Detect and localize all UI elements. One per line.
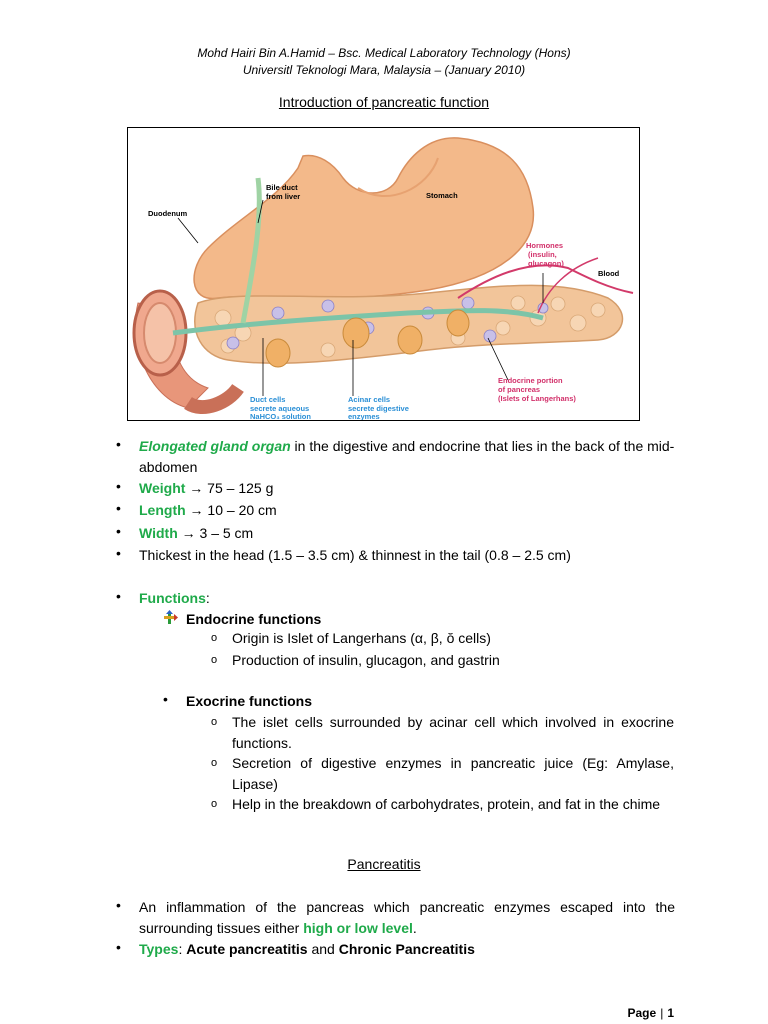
blood-vessel-1 <box>457 264 634 299</box>
label-endocrine-3: (Islets of Langerhans) <box>498 394 576 403</box>
page-footer: Page|1 <box>628 1006 675 1020</box>
fact-elongated: Elongated gland organ in the digestive a… <box>139 436 679 477</box>
label-hormones-3: glucagon) <box>528 259 564 268</box>
endocrine-item-2: Production of insulin, glucagon, and gas… <box>232 652 500 668</box>
pancreatitis-def-em: high or low level <box>303 919 413 936</box>
fact-length-value: → 10 – 20 cm <box>185 502 277 518</box>
label-duct-3: NaHCO₃ solution <box>250 412 311 420</box>
label-duct-1: Duct cells <box>250 395 285 404</box>
duodenum-inner <box>143 302 177 364</box>
fact-weight-label: Weight <box>139 480 186 496</box>
label-bile-duct-2: from liver <box>266 192 300 201</box>
pancreatitis-def-a: An inflammation of the pancreas which pa… <box>139 899 675 936</box>
pancreas-diagram: Bile duct from liver Stomach Duodenum Ho… <box>127 127 640 421</box>
fact-width: Width → 3 – 5 cm <box>139 523 679 544</box>
circle-bullet: o <box>211 757 218 769</box>
pancreatic-duct <box>172 308 544 336</box>
page-label: Page <box>627 1006 657 1020</box>
pancreatitis-def-b: . <box>412 919 417 936</box>
bullet-dot: • <box>116 897 121 913</box>
types-and: and <box>307 941 339 957</box>
label-acinar-2: secrete digestive <box>348 404 409 413</box>
page-title: Introduction of pancreatic function <box>278 94 490 110</box>
endocrine-item-1: Origin is Islet of Langerhans (α, β, ŏ c… <box>232 630 491 646</box>
circle-bullet: o <box>211 716 218 728</box>
stomach-fold <box>357 157 439 198</box>
types-colon: : <box>178 941 187 957</box>
bile-duct <box>240 177 262 324</box>
type-acute: Acute pancreatitis <box>186 941 308 957</box>
circle-bullet: o <box>211 632 218 644</box>
label-endocrine-2: of pancreas <box>498 385 540 394</box>
label-hormones-2: (insulin, <box>528 250 557 259</box>
fact-weight-value: → 75 – 125 g <box>185 480 274 496</box>
types-label: Types <box>139 941 179 957</box>
circle-bullet: o <box>211 654 218 666</box>
label-endocrine-1: Endocrine portion <box>498 376 563 385</box>
fact-length-label: Length <box>139 502 186 518</box>
pancreas-illustration: Bile duct from liver Stomach Duodenum Ho… <box>132 137 634 420</box>
pointer-lines <box>177 199 544 396</box>
exocrine-item-3: Help in the breakdown of carbohydrates, … <box>232 796 661 812</box>
header-line-2: Universitl Teknologi Mara, Malaysia – (J… <box>242 63 526 77</box>
fact-weight: Weight → 75 – 125 g <box>139 478 679 499</box>
bullet-dot: • <box>116 545 121 561</box>
bullet-dot: • <box>116 436 121 452</box>
fact-elongated-em: Elongated gland organ <box>139 438 291 454</box>
pancreatitis-definition: An inflammation of the pancreas which pa… <box>139 897 675 938</box>
pancreatitis-types: Types: Acute pancreatitis and Chronic Pa… <box>139 939 679 960</box>
exocrine-functions-title: Exocrine functions <box>186 693 313 709</box>
label-duodenum: Duodenum <box>148 209 187 218</box>
islets <box>226 296 549 350</box>
label-acinar-3: enzymes <box>348 412 380 420</box>
bullet-dot: • <box>116 478 121 494</box>
functions-label: Functions <box>139 590 206 606</box>
arrow-cross-icon <box>164 610 178 624</box>
label-hormones-1: Hormones <box>526 241 563 250</box>
label-stomach: Stomach <box>426 191 458 200</box>
label-bile-duct-1: Bile duct <box>266 183 298 192</box>
fact-length: Length → 10 – 20 cm <box>139 500 679 521</box>
circle-bullet: o <box>211 798 218 810</box>
label-duct-2: secrete aqueous <box>250 404 309 413</box>
fact-elongated-rest: in the digestive and endocrine that lies… <box>139 438 675 475</box>
acinar-lobes <box>265 309 470 368</box>
type-chronic: Chronic Pancreatitis <box>338 941 475 957</box>
stomach-shape <box>193 137 535 300</box>
fact-width-value: → 3 – 5 cm <box>177 525 254 541</box>
endocrine-functions-title: Endocrine functions <box>186 611 322 627</box>
bullet-dot: • <box>116 939 121 955</box>
pancreatitis-title: Pancreatitis <box>347 856 421 872</box>
functions-heading: Functions: <box>139 588 679 609</box>
duodenum-lower <box>184 383 244 414</box>
bullet-dot: • <box>163 691 168 707</box>
page-number: 1 <box>667 1006 674 1020</box>
bullet-dot: • <box>116 523 121 539</box>
label-blood: Blood <box>598 269 620 278</box>
exocrine-item-1: The islet cells surrounded by acinar cel… <box>232 714 674 751</box>
bullet-dot: • <box>116 500 121 516</box>
functions-colon: : <box>205 590 210 606</box>
label-acinar-1: Acinar cells <box>348 395 390 404</box>
blood-vessel-2 <box>537 257 599 314</box>
page-separator: | <box>660 1006 664 1020</box>
header-line-1: Mohd Hairi Bin A.Hamid – Bsc. Medical La… <box>197 46 571 60</box>
bullet-dot: • <box>116 588 121 604</box>
fact-thickest: Thickest in the head (1.5 – 3.5 cm) & th… <box>139 547 571 563</box>
fact-width-label: Width <box>139 525 178 541</box>
exocrine-item-2: Secretion of digestive enzymes in pancre… <box>232 755 674 792</box>
